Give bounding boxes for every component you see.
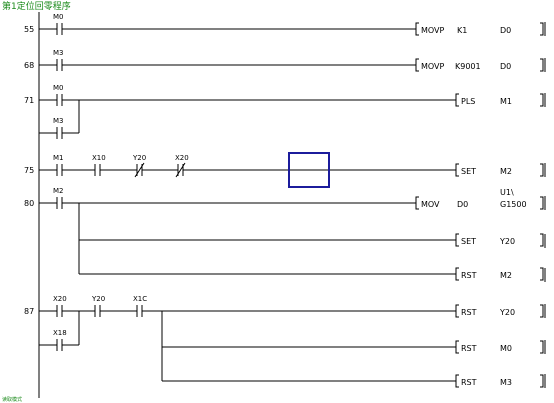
instruction-box[interactable]: MOV D0 U1\ G1500 — [415, 188, 544, 210]
contact-no[interactable]: X20 — [53, 295, 67, 317]
instruction-box[interactable]: PLS M1 — [455, 93, 544, 107]
instruction-name: RST — [461, 271, 477, 280]
instruction-name: MOV — [421, 200, 440, 209]
instruction-name: RST — [461, 344, 477, 353]
step-number: 55 — [24, 25, 34, 34]
contact-label: M0 — [53, 84, 64, 92]
operand: M3 — [500, 378, 512, 387]
instruction-box[interactable]: SET Y20 — [455, 233, 544, 247]
contact-label: Y20 — [132, 154, 146, 162]
contact-no[interactable]: M0 — [53, 84, 64, 106]
rung-68[interactable]: 68 M3 MOVP K9001 D0 — [24, 49, 544, 72]
contact-label: X18 — [53, 329, 67, 337]
operand: D0 — [457, 200, 468, 209]
contact-no[interactable]: M1 — [53, 154, 64, 176]
instruction-name: MOVP — [421, 62, 445, 71]
instruction-box[interactable]: RST M2 — [455, 267, 544, 281]
instruction-name: MOVP — [421, 26, 445, 35]
contact-no[interactable]: X1C — [133, 295, 147, 317]
instruction-box[interactable]: RST M3 — [455, 374, 544, 388]
rung-87[interactable]: 87 X20 Y20 X1C X18 RST Y20 — [24, 295, 544, 388]
contact-no-parallel[interactable]: X18 — [53, 329, 67, 351]
instruction-box[interactable]: SET M2 — [455, 163, 544, 177]
contact-nc[interactable]: X20 — [175, 154, 189, 178]
instruction-name: RST — [461, 378, 477, 387]
contact-no[interactable]: M3 — [53, 49, 64, 71]
operand: Y20 — [499, 237, 515, 246]
step-number: 87 — [24, 307, 34, 316]
operand: D0 — [500, 26, 511, 35]
rung-71[interactable]: 71 M0 M3 PLS M1 — [24, 84, 544, 139]
operand: U1\ — [500, 188, 514, 197]
instruction-name: SET — [461, 167, 476, 176]
operand: G1500 — [500, 200, 527, 209]
step-number: 80 — [24, 199, 34, 208]
contact-no[interactable]: M0 — [53, 13, 64, 35]
operand: M0 — [500, 344, 512, 353]
instruction-box[interactable]: MOVP K9001 D0 — [415, 58, 544, 72]
instruction-name: RST — [461, 308, 477, 317]
contact-label: M1 — [53, 154, 64, 162]
instruction-box[interactable]: RST M0 — [455, 340, 544, 354]
status-text: 读取模式 — [2, 396, 22, 403]
contact-no[interactable]: Y20 — [91, 295, 105, 317]
operand: D0 — [500, 62, 511, 71]
editor-cursor[interactable] — [288, 152, 330, 188]
instruction-box[interactable]: RST Y20 — [455, 304, 544, 318]
contact-label: M0 — [53, 13, 64, 21]
operand: M2 — [500, 271, 512, 280]
operand: K1 — [457, 26, 467, 35]
contact-nc[interactable]: Y20 — [132, 154, 146, 178]
operand: M2 — [500, 167, 512, 176]
operand: Y20 — [499, 308, 515, 317]
step-number: 68 — [24, 61, 34, 70]
contact-label: M3 — [53, 117, 64, 125]
contact-no[interactable]: M2 — [53, 187, 64, 209]
rung-80[interactable]: 80 M2 MOV D0 U1\ G1500 SET Y20 RST M2 — [24, 187, 544, 281]
contact-no-parallel[interactable]: M3 — [53, 117, 64, 139]
instruction-name: SET — [461, 237, 476, 246]
contact-label: X20 — [175, 154, 189, 162]
step-number: 75 — [24, 166, 34, 175]
rung-75[interactable]: 75 M1 X10 Y20 X20 SET M2 — [24, 154, 544, 178]
rung-55[interactable]: 55 M0 MOVP K1 D0 — [24, 13, 544, 36]
instruction-box[interactable]: MOVP K1 D0 — [415, 22, 544, 36]
contact-no[interactable]: X10 — [92, 154, 106, 176]
contact-label: M3 — [53, 49, 64, 57]
instruction-name: PLS — [461, 97, 475, 106]
operand: K9001 — [455, 62, 481, 71]
contact-label: X20 — [53, 295, 67, 303]
contact-label: X10 — [92, 154, 106, 162]
step-number: 71 — [24, 96, 34, 105]
program-title: 第1定位回零程序 — [2, 0, 71, 12]
contact-label: X1C — [133, 295, 147, 303]
contact-label: M2 — [53, 187, 64, 195]
operand: M1 — [500, 97, 512, 106]
contact-label: Y20 — [91, 295, 105, 303]
